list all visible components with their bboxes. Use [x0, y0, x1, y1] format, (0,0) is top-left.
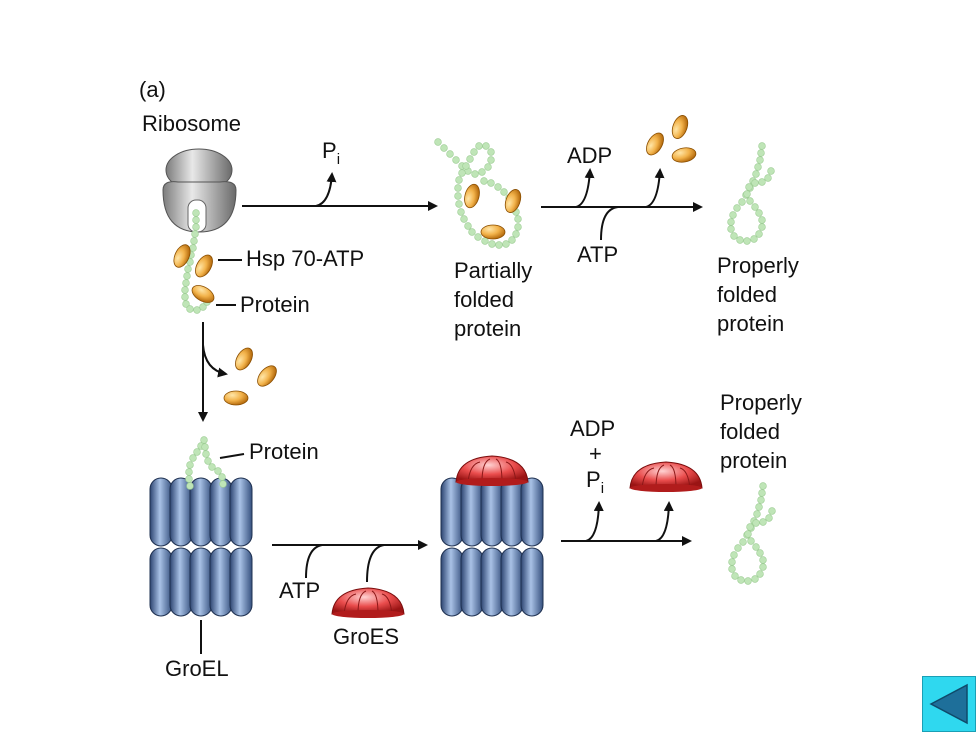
pi-label-top: Pi: [322, 138, 340, 168]
pi-label-bottom: Pi: [586, 467, 604, 497]
partially-folded-label-3: protein: [454, 316, 521, 341]
partially-folded-label-1: Partially: [454, 258, 532, 283]
plus-label: +: [589, 441, 602, 466]
properly-folded-top-label-2: folded: [717, 282, 777, 307]
hsp70-released-top-icon: [642, 112, 698, 165]
hsp70-atp-label: Hsp 70-ATP: [246, 246, 364, 271]
properly-folded-top-label-3: protein: [717, 311, 784, 336]
properly-folded-protein-top: [727, 142, 775, 245]
arrow-release-bottom: [561, 501, 692, 546]
arrow-to-groel: [198, 322, 228, 422]
groes-label: GroES: [333, 624, 399, 649]
atp-label-top: ATP: [577, 242, 618, 267]
hsp70-bound-icon: [170, 241, 218, 307]
properly-folded-bottom-label-1: Properly: [720, 390, 802, 415]
arrow-groes-binding: [272, 540, 428, 583]
groel-left: [149, 477, 253, 617]
properly-folded-top-label-1: Properly: [717, 253, 799, 278]
groes-free-icon: [331, 587, 405, 619]
arrow-atp-hydrolysis-top: [541, 168, 703, 241]
protein-label-top: Protein: [240, 292, 310, 317]
groel-groes-complex: [440, 455, 544, 617]
ribosome-icon: [162, 148, 237, 233]
triangle-left-icon: [929, 683, 968, 725]
properly-folded-bottom-label-3: protein: [720, 448, 787, 473]
partially-folded-protein: [434, 138, 522, 249]
hsp70-released-left-icon: [223, 344, 281, 406]
groel-label: GroEL: [165, 656, 229, 681]
properly-folded-bottom-label-2: folded: [720, 419, 780, 444]
adp-label-bottom: ADP: [570, 416, 615, 441]
adp-label-top: ADP: [567, 143, 612, 168]
partially-folded-label-2: folded: [454, 287, 514, 312]
properly-folded-protein-bottom: [728, 482, 776, 585]
back-button[interactable]: [922, 676, 976, 732]
protein-label-groel: Protein: [249, 439, 319, 464]
arrow-release-pi: [242, 172, 438, 211]
protein-entering-groel: [185, 436, 227, 490]
groes-released-icon: [629, 461, 703, 493]
panel-label: (a): [139, 77, 166, 102]
atp-label-bottom: ATP: [279, 578, 320, 603]
ribosome-label: Ribosome: [142, 111, 241, 136]
